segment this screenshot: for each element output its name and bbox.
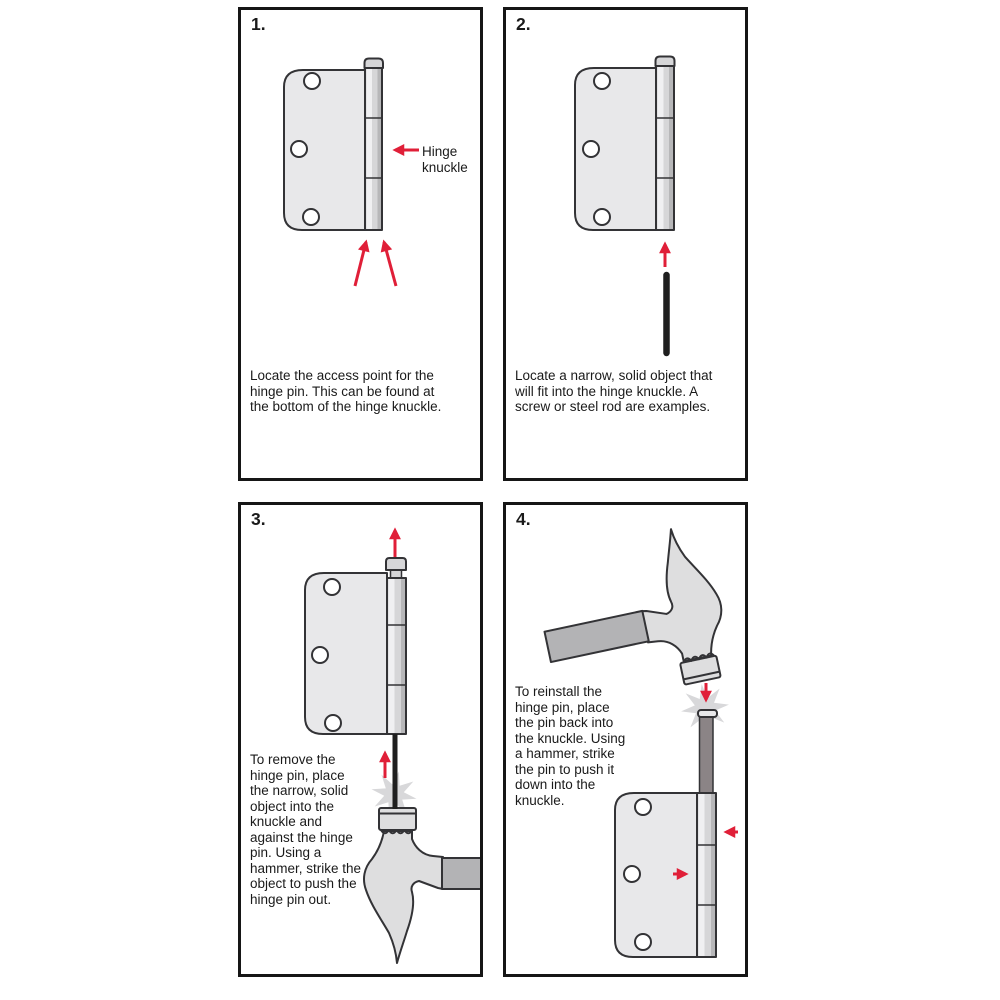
screw-hole	[634, 798, 652, 816]
step-number: 1.	[251, 14, 266, 34]
hinge-pin-cap	[654, 55, 676, 67]
hinge-pin	[385, 557, 407, 581]
hammer-handle	[543, 609, 650, 664]
hinge-pin	[697, 709, 718, 796]
hinge-knuckle	[655, 65, 675, 231]
hinge-pin-cap	[363, 57, 384, 69]
screw-hole	[290, 140, 308, 158]
screw-hole	[593, 72, 611, 90]
step-caption: To remove the hinge pin, place the narro…	[250, 752, 362, 907]
hinge-knuckle-callout: Hinge knuckle	[422, 144, 468, 175]
impact-starburst	[681, 684, 729, 732]
screw-hole	[303, 72, 321, 90]
hinge-illustration	[574, 55, 676, 357]
hinge-plate	[574, 67, 657, 231]
screw-hole	[323, 578, 341, 596]
up-arrow-icon	[380, 239, 398, 287]
screw-hole	[311, 646, 329, 664]
step-panel-1: 1. Hinge knuckle Locate the access point…	[238, 7, 483, 481]
hinge-plate	[283, 69, 366, 231]
step-number: 2.	[516, 14, 531, 34]
step-panel-4: 4.	[503, 502, 748, 977]
screw-hole	[302, 208, 320, 226]
step-caption: Locate a narrow, solid object that will …	[515, 368, 713, 414]
hinge-knuckle	[386, 577, 407, 735]
hammer-icon	[363, 807, 483, 964]
hinge-plate	[614, 792, 698, 958]
step-panel-2: 2. Locate a narrow, solid object that wi…	[503, 7, 748, 481]
hinge-knuckle	[364, 67, 383, 231]
hinge-pin-reinstall-illustration	[543, 528, 738, 958]
hammer-icon	[543, 528, 723, 686]
hinge-illustration	[283, 57, 419, 287]
hinge-pin-removal-illustration	[304, 527, 483, 964]
step-number: 4.	[516, 509, 531, 529]
screw-hole	[634, 933, 652, 951]
up-arrow-icon	[353, 239, 370, 287]
hinge-knuckle	[696, 792, 717, 958]
step-number: 3.	[251, 509, 266, 529]
step-caption: To reinstall the hinge pin, place the pi…	[515, 684, 626, 808]
step-panel-3: 3.	[238, 502, 483, 977]
screw-hole	[324, 714, 342, 732]
screw-hole	[582, 140, 600, 158]
screw-hole	[623, 865, 641, 883]
hinge-plate	[304, 572, 388, 735]
step-caption: Locate the access point for the hinge pi…	[250, 368, 442, 414]
screw-hole	[593, 208, 611, 226]
hammer-handle	[441, 857, 483, 890]
